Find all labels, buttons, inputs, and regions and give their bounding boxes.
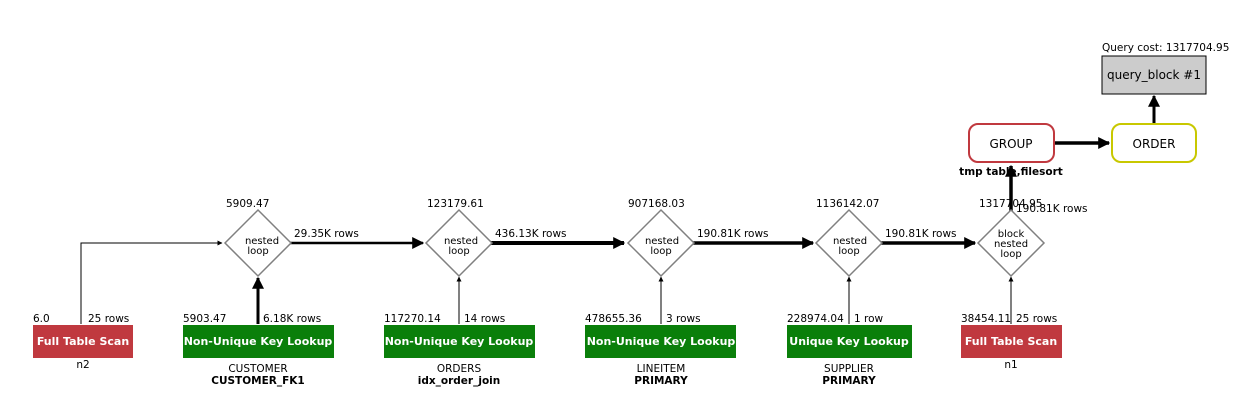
table-access-supplier[interactable]: Unique Key Lookup xyxy=(787,325,912,358)
table-access-lineitem-table: LINEITEM xyxy=(637,363,686,375)
table-access-n2-type: Full Table Scan xyxy=(37,335,129,348)
table-access-n1-cost: 38454.11 xyxy=(961,313,1011,325)
table-access-customer-type: Non-Unique Key Lookup xyxy=(184,335,333,348)
join-5-diamond xyxy=(976,208,1046,278)
join-2-label-line1: nested xyxy=(444,236,478,247)
edge-scan-n2-to-join-1 xyxy=(80,240,223,324)
table-access-n2-table: n2 xyxy=(76,359,89,371)
query-block-label: query_block #1 xyxy=(1107,68,1201,82)
table-access-customer-table: CUSTOMER xyxy=(228,363,287,375)
join-4-label-line1: nested xyxy=(833,236,867,247)
table-access-lineitem-box xyxy=(585,325,736,358)
table-access-supplier-table: SUPPLIER xyxy=(824,363,874,375)
table-access-customer-cost: 5903.47 xyxy=(183,313,226,325)
table-access-supplier-cost: 228974.04 xyxy=(787,313,844,325)
join-1-diamond xyxy=(223,208,293,278)
table-access-lineitem[interactable]: Non-Unique Key Lookup xyxy=(585,325,736,358)
table-access-orders-table: ORDERS xyxy=(437,363,482,375)
join-4-diamond xyxy=(814,208,884,278)
table-access-orders-type: Non-Unique Key Lookup xyxy=(385,335,534,348)
join-5-label-line3: loop xyxy=(1000,249,1021,260)
order-label: ORDER xyxy=(1133,137,1176,151)
join-3-cost: 907168.03 xyxy=(628,198,685,210)
table-access-supplier-key: PRIMARY xyxy=(822,375,876,387)
table-access-lineitem-type: Non-Unique Key Lookup xyxy=(587,335,736,348)
table-access-n1[interactable]: Full Table Scan xyxy=(961,325,1062,358)
table-access-n1-rows: 25 rows xyxy=(1016,313,1057,325)
join-2-diamond xyxy=(424,208,494,278)
join-3-diamond xyxy=(626,208,696,278)
join-4-rows-out: 190.81K rows xyxy=(885,228,957,240)
join-5[interactable]: block nested loop xyxy=(976,208,1046,278)
join-5-label-line2: nested xyxy=(994,239,1028,250)
table-access-lineitem-rows: 3 rows xyxy=(666,313,701,325)
join-2-rows-out: 436.13K rows xyxy=(495,228,567,240)
table-access-orders[interactable]: Non-Unique Key Lookup xyxy=(384,325,535,358)
table-access-supplier-type: Unique Key Lookup xyxy=(789,335,909,348)
table-access-lineitem-key: PRIMARY xyxy=(634,375,688,387)
table-access-customer[interactable]: Non-Unique Key Lookup xyxy=(183,325,334,358)
order-node[interactable] xyxy=(1111,123,1197,163)
table-access-orders-box xyxy=(384,325,535,358)
table-access-n2-cost: 6.0 xyxy=(33,313,50,325)
join-2[interactable]: nested loop xyxy=(424,208,494,278)
table-access-orders-cost: 117270.14 xyxy=(384,313,441,325)
table-access-orders-rows: 14 rows xyxy=(464,313,505,325)
join-3[interactable]: nested loop xyxy=(626,208,696,278)
join-5-rows-out: 190.81K rows xyxy=(1016,203,1088,215)
group-node[interactable] xyxy=(968,123,1055,163)
join-2-label-line2: loop xyxy=(448,246,469,257)
table-access-customer-key: CUSTOMER_FK1 xyxy=(211,375,304,387)
query-block-node[interactable] xyxy=(1101,55,1207,95)
join-2-cost: 123179.61 xyxy=(427,198,484,210)
join-1[interactable]: nested loop xyxy=(223,208,293,278)
join-1-label-line1: nested xyxy=(245,236,279,247)
query-cost-label: Query cost: 1317704.95 xyxy=(1102,42,1229,54)
join-4-cost: 1136142.07 xyxy=(816,198,879,210)
join-3-label-line2: loop xyxy=(650,246,671,257)
join-4-label-line2: loop xyxy=(838,246,859,257)
table-access-lineitem-cost: 478655.36 xyxy=(585,313,642,325)
table-access-customer-rows: 6.18K rows xyxy=(263,313,321,325)
join-3-rows-out: 190.81K rows xyxy=(697,228,769,240)
table-access-n2-box xyxy=(33,325,133,358)
join-5-cost: 1317704.95 xyxy=(979,198,1042,210)
table-access-n1-table: n1 xyxy=(1004,359,1017,371)
join-1-rows-out: 29.35K rows xyxy=(294,228,359,240)
table-access-supplier-box xyxy=(787,325,912,358)
join-4[interactable]: nested loop xyxy=(814,208,884,278)
table-access-orders-key: idx_order_join xyxy=(418,375,500,387)
group-label: GROUP xyxy=(989,137,1032,151)
table-access-n2-rows: 25 rows xyxy=(88,313,129,325)
join-1-label-line2: loop xyxy=(247,246,268,257)
table-access-n2[interactable]: Full Table Scan xyxy=(33,325,133,358)
table-access-customer-box xyxy=(183,325,334,358)
join-5-label-line1: block xyxy=(998,229,1025,240)
table-access-supplier-rows: 1 row xyxy=(854,313,884,325)
table-access-n1-type: Full Table Scan xyxy=(965,335,1057,348)
join-3-label-line1: nested xyxy=(645,236,679,247)
table-access-n1-box xyxy=(961,325,1062,358)
join-1-cost: 5909.47 xyxy=(226,198,269,210)
